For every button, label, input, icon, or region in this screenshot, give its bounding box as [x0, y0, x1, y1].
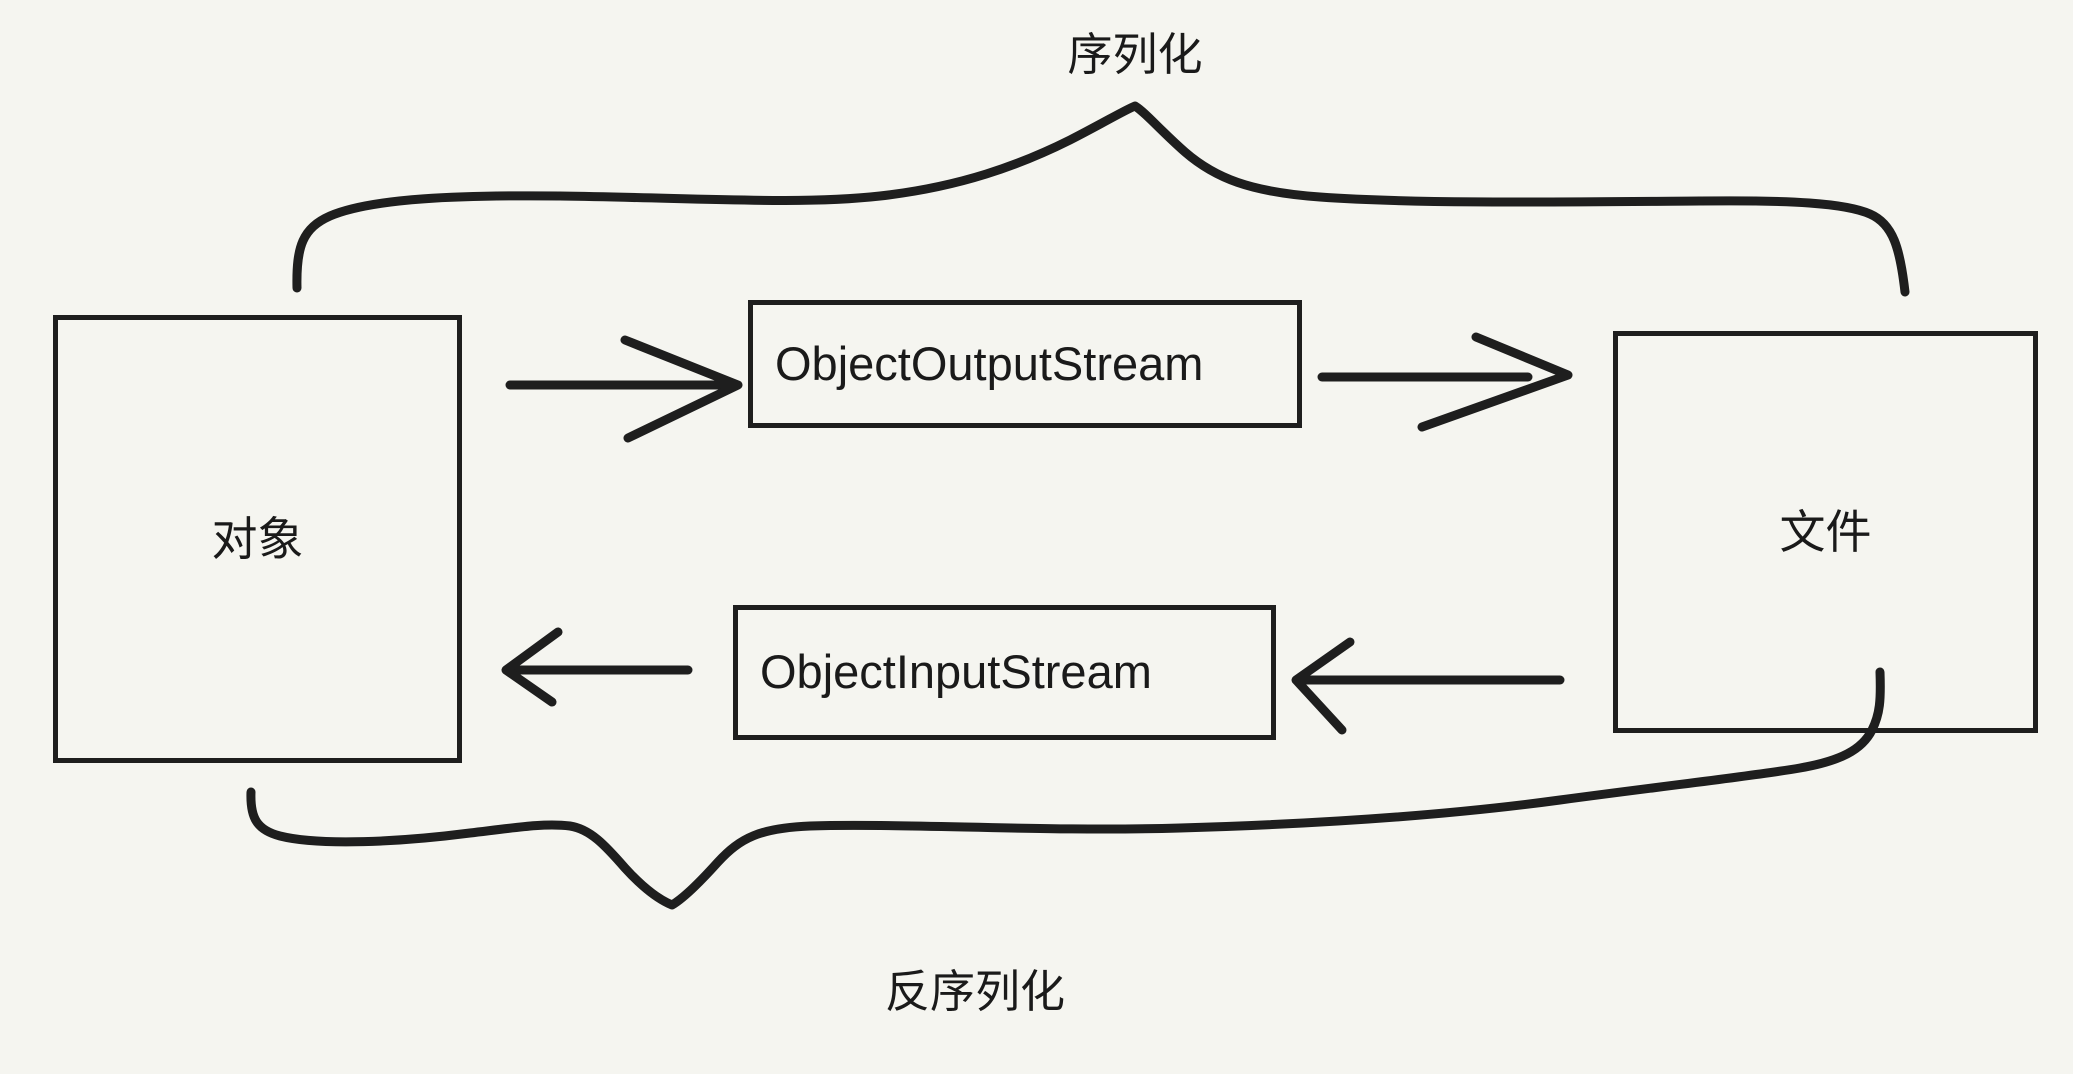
node-file-label: 文件	[1779, 505, 1872, 558]
node-file[interactable]: 文件	[1613, 331, 2038, 733]
node-object-label: 对象	[211, 512, 304, 565]
arrow-file-to-input-stream	[1291, 637, 1565, 735]
top-brace	[292, 101, 1910, 297]
arrow-input-stream-to-object	[501, 627, 693, 707]
node-object-input-stream-label: ObjectInputStream	[760, 645, 1152, 699]
node-object-output-stream[interactable]: ObjectOutputStream	[748, 300, 1302, 428]
arrow-output-stream-to-file	[1317, 332, 1573, 432]
node-object-input-stream[interactable]: ObjectInputStream	[733, 605, 1276, 740]
label-deserialization: 反序列化	[884, 966, 1065, 1017]
node-object[interactable]: 对象	[53, 315, 462, 763]
bottom-brace	[246, 667, 1885, 910]
arrow-object-to-output-stream	[505, 335, 743, 443]
label-serialization: 序列化	[1067, 29, 1203, 80]
node-object-output-stream-label: ObjectOutputStream	[775, 336, 1204, 390]
